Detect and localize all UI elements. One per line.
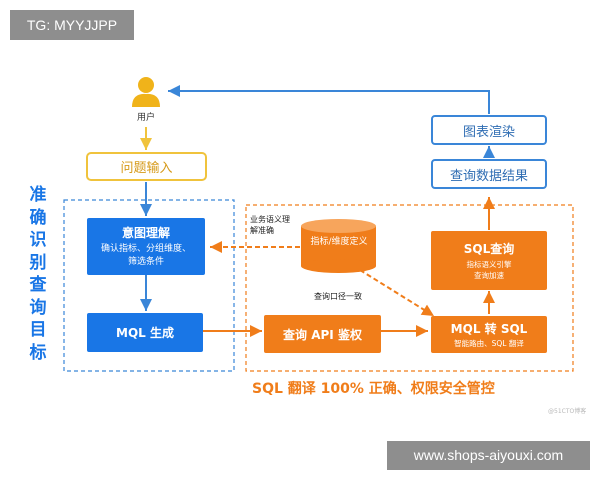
chart-render-label: 图表渲染 (462, 124, 515, 140)
blog-watermark: @51CTO博客 (548, 408, 587, 415)
user-icon (132, 77, 160, 107)
intent-box: 意图理解 确认指标、分组维度、筛选条件 (87, 218, 205, 275)
business-semantics-label: 业务语义理解准确 (250, 215, 290, 235)
sql-query-title: SQL查询 (463, 242, 515, 256)
mql-generate-box: MQL 生成 (87, 313, 203, 352)
sql-query-line2: 查询加速 (474, 271, 504, 280)
watermark-bottom: www.shops-aiyouxi.com (387, 441, 590, 470)
left-dashed-frame (63, 199, 235, 372)
left-vertical-title: 准确识别查询目标 (29, 185, 47, 363)
right-caption: SQL 翻译 100% 正确、权限安全管控 (252, 381, 495, 397)
query-api-label: 查询 API 鉴权 (283, 327, 362, 342)
query-api-box: 查询 API 鉴权 (264, 315, 381, 353)
mql-to-sql-box: MQL 转 SQL 智能路由、SQL 翻译 (431, 316, 547, 353)
metric-definition-cylinder (301, 219, 376, 273)
mql-to-sql-desc: 智能路由、SQL 翻译 (454, 339, 524, 348)
right-dashed-frame (245, 204, 574, 372)
dashed-arrow-def-to-mqlsql (359, 269, 435, 317)
mql-generate-label: MQL 生成 (116, 326, 174, 340)
arrow-chart-to-user (168, 85, 490, 114)
query-consistency-label: 查询口径一致 (314, 292, 362, 301)
sql-query-box: SQL查询 指标语义引擎 查询加速 (431, 231, 547, 290)
question-input-label: 问题输入 (120, 161, 173, 176)
question-input-box: 问题输入 (86, 152, 207, 181)
metric-definition-label: 指标/维度定义 (310, 237, 368, 247)
mql-to-sql-title: MQL 转 SQL (450, 322, 528, 336)
sql-query-line1: 指标语义引擎 (466, 260, 512, 269)
watermark-top: TG: MYYJJPP (10, 10, 134, 40)
intent-desc: 确认指标、分组维度、筛选条件 (101, 244, 192, 267)
intent-title: 意图理解 (121, 226, 170, 240)
query-result-label: 查询数据结果 (449, 168, 528, 184)
chart-render-box: 图表渲染 (431, 115, 547, 145)
user-label: 用户 (136, 113, 155, 123)
query-result-box: 查询数据结果 (431, 159, 547, 189)
